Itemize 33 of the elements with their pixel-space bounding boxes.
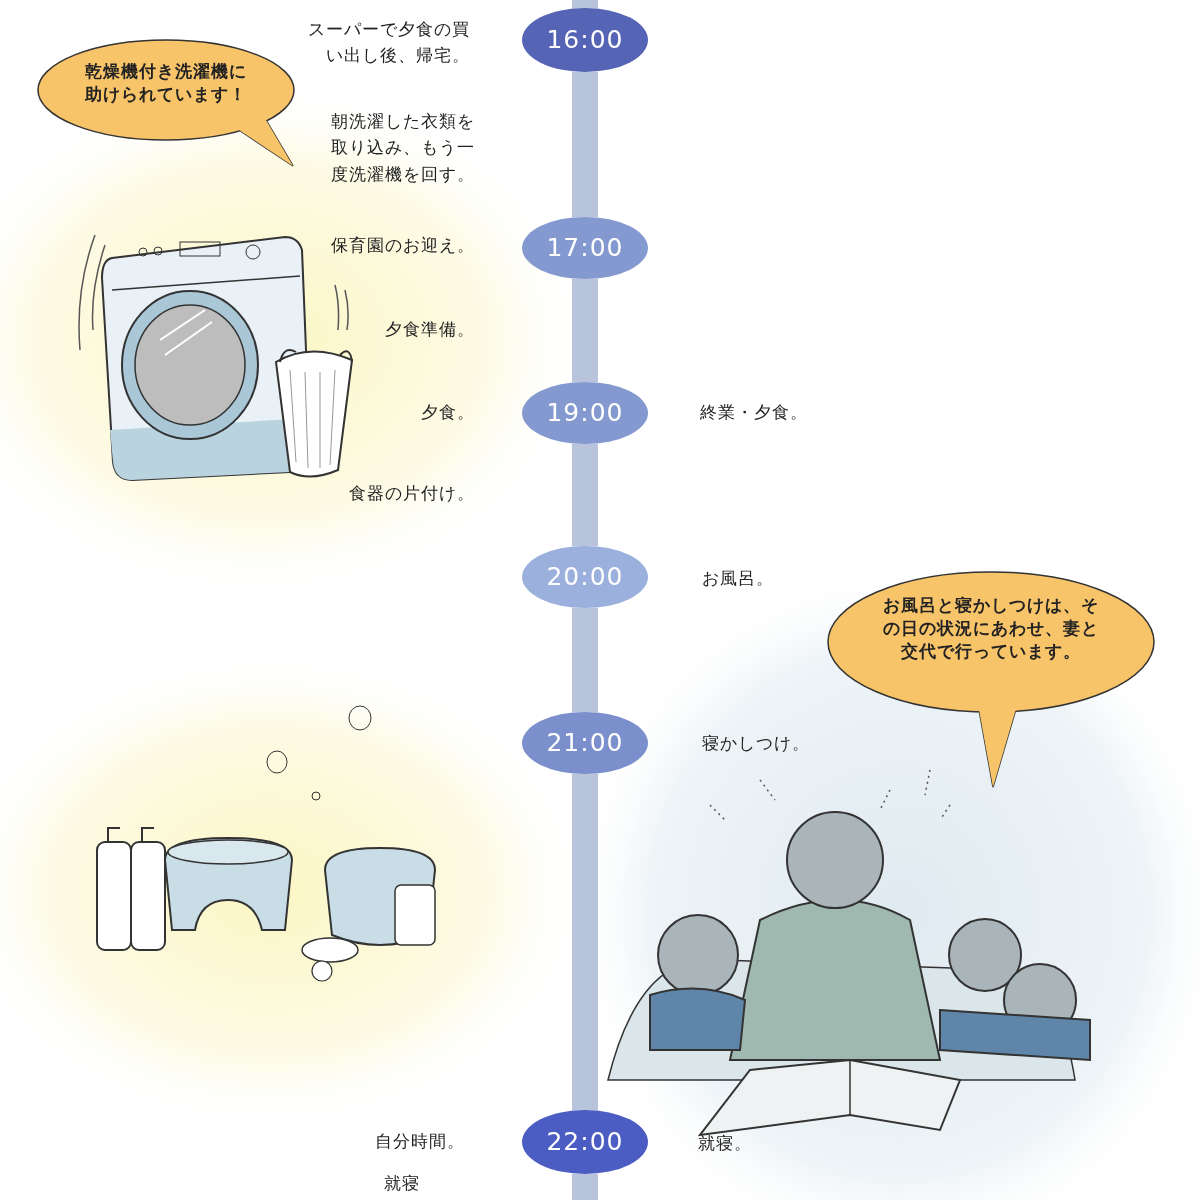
activity-text: 終業・夕食。 [700,402,808,422]
time-label: 20:00 [546,561,624,594]
time-label: 17:00 [546,232,624,265]
activity-text: 夕食準備。 [385,319,475,339]
activity-text: 夕食。 [421,402,475,422]
time-oval [522,8,648,72]
time-label: 21:00 [546,727,624,760]
time-oval [522,712,648,774]
speech-text: お風呂と寝かしつけは、その日の状況にあわせ、妻と交代で行っています。 [882,594,1100,663]
activity-text: 就寝 [384,1173,420,1193]
timeline-bar [572,1174,598,1200]
activity-text: スーパーで夕食の買い出し後、帰宅。 [308,19,470,66]
time-label: 16:00 [546,24,624,57]
timeline-bar [572,72,598,217]
activity-text: 食器の片付け。 [349,483,475,503]
timeline-bar [572,608,598,712]
speech-text: 乾燥機付き洗濯機に助けられています！ [84,60,248,106]
time-label: 22:00 [546,1126,624,1159]
activity-text: 保育園のお迎え。 [331,235,475,255]
activity-text: 就寝。 [698,1133,752,1153]
time-label: 19:00 [546,397,624,430]
time-oval [522,546,648,608]
timeline-bar [572,279,598,382]
time-oval [522,1110,648,1174]
timeline-bar [572,444,598,546]
timeline-bar [572,774,598,1110]
activity-text: お風呂。 [702,568,774,588]
time-oval [522,382,648,444]
activity-text: 寝かしつけ。 [702,733,810,753]
activity-text: 朝洗濯した衣類を取り込み、もう一度洗濯機を回す。 [331,111,475,184]
time-oval [522,217,648,279]
activity-text: 自分時間。 [375,1131,465,1151]
timeline-bar [572,0,598,8]
